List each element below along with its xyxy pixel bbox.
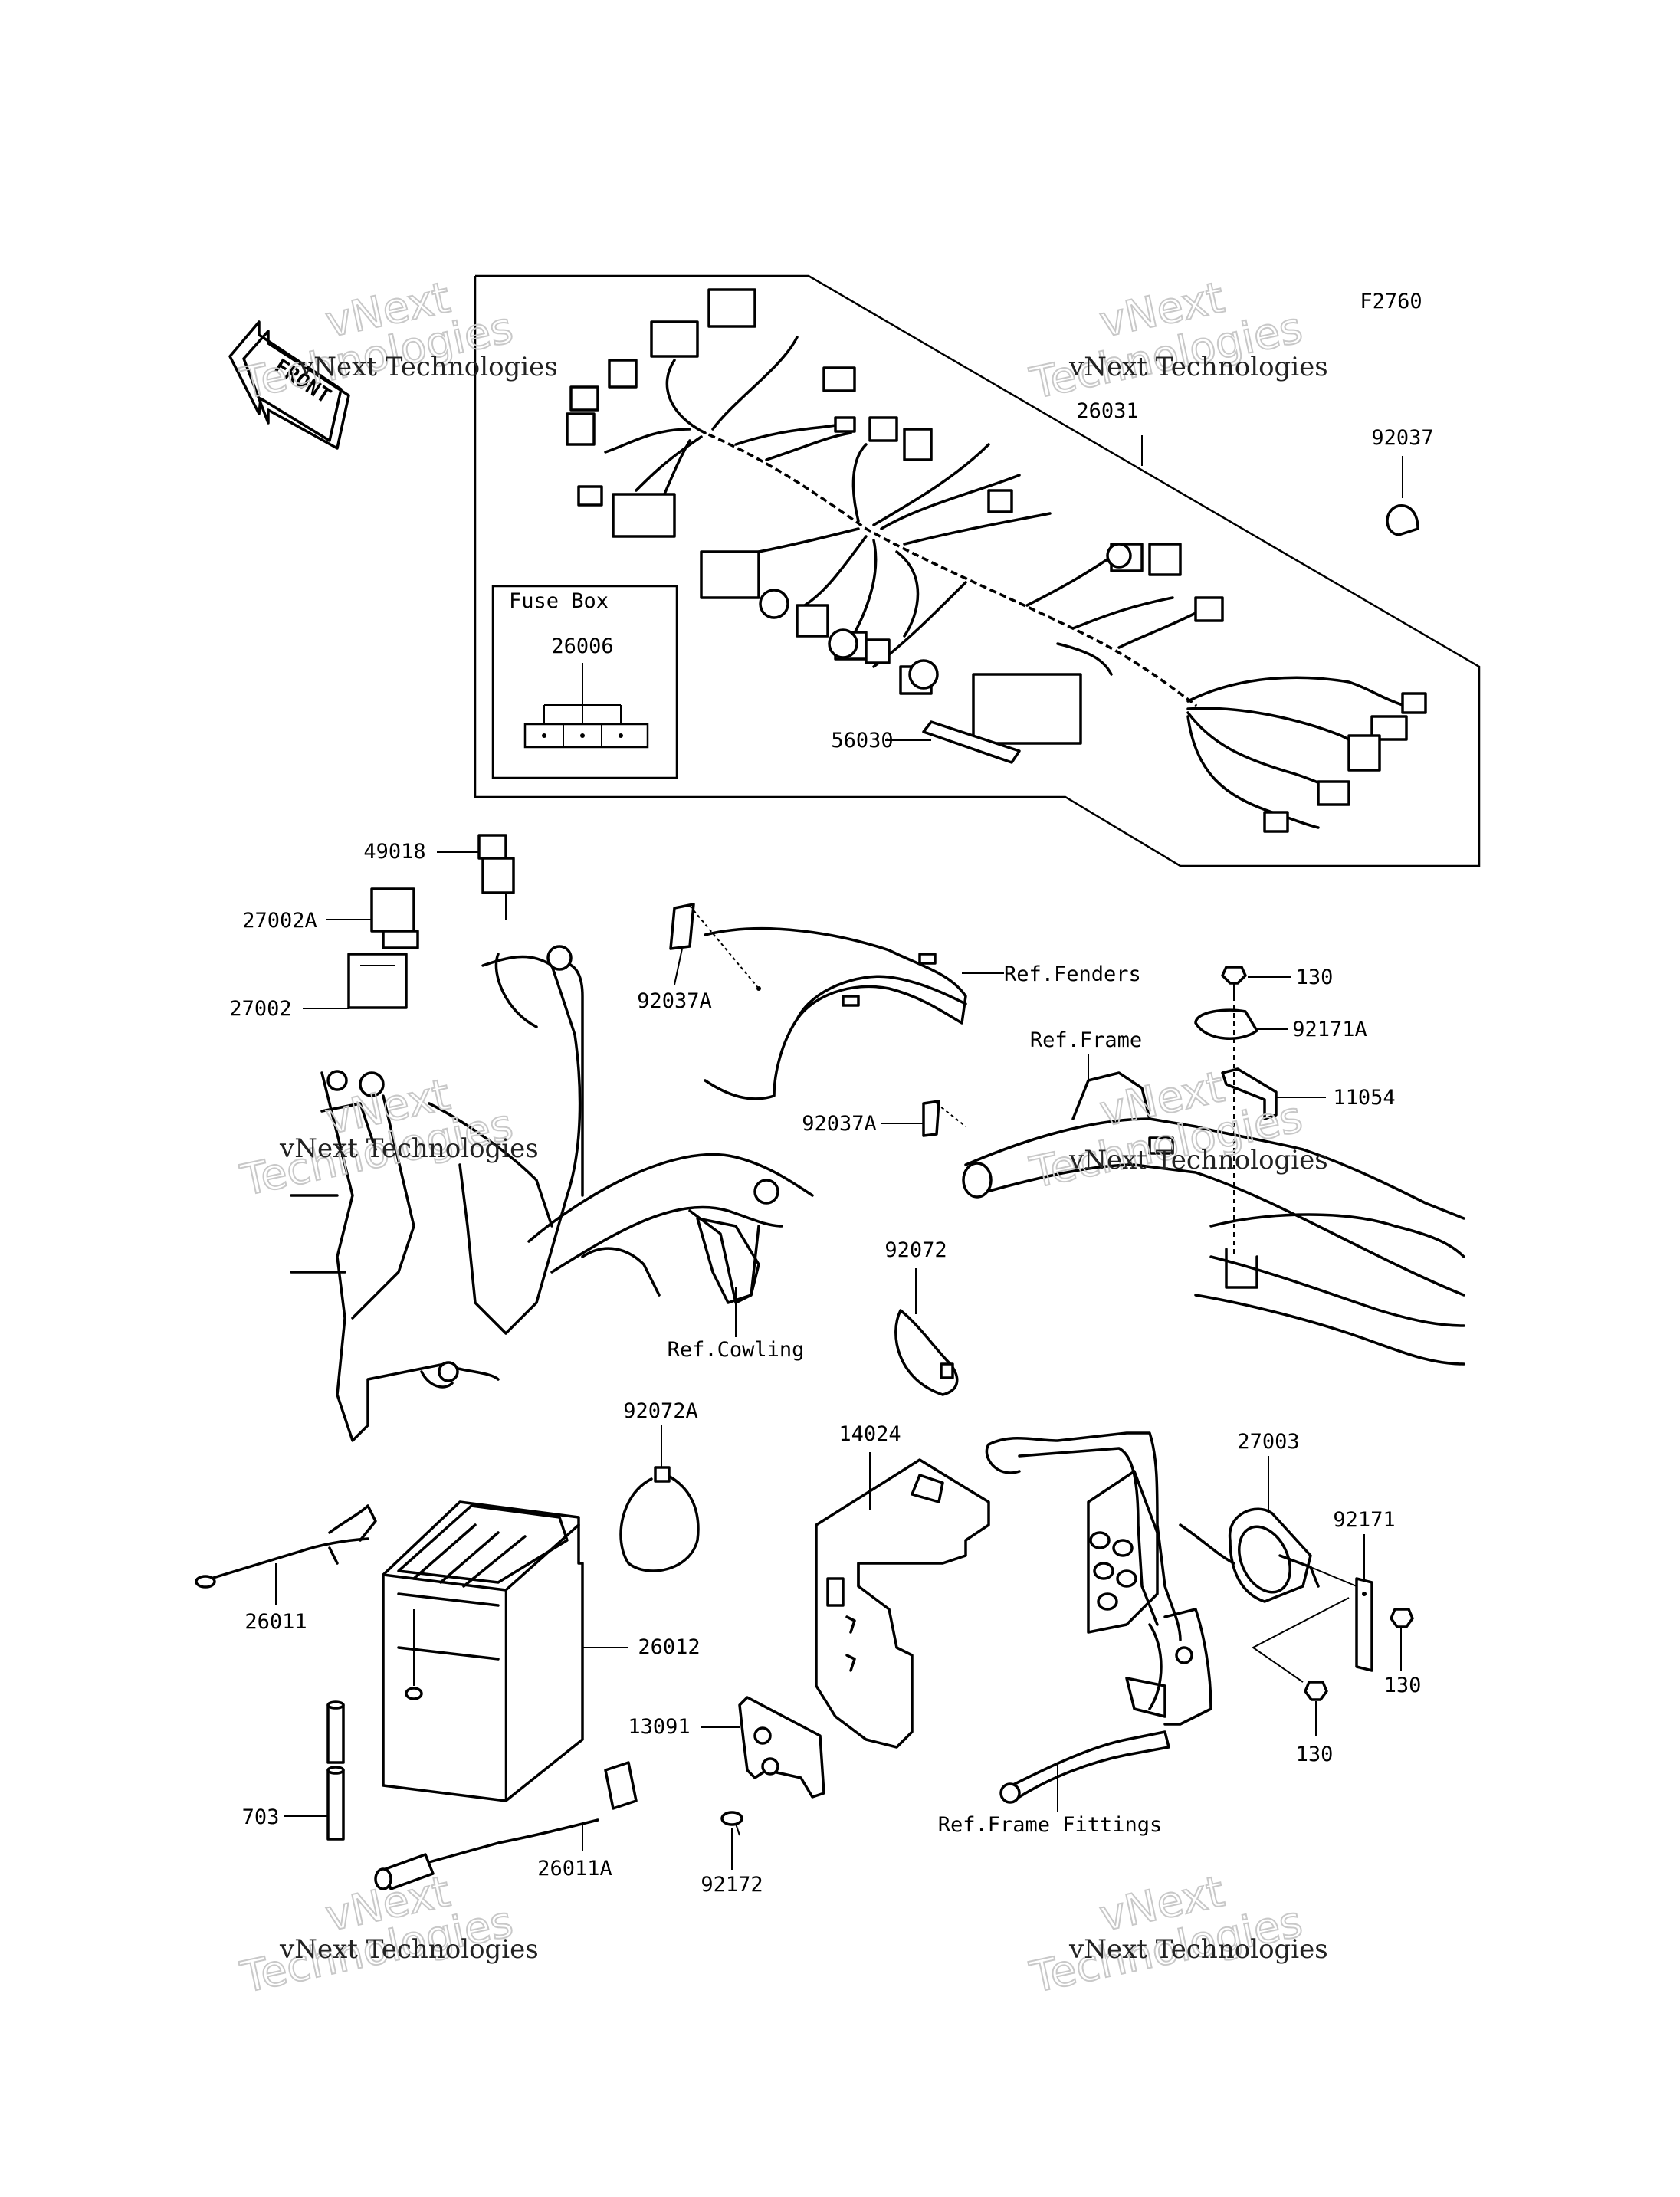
strap-92072A (619, 1466, 700, 1572)
relay-27002 (347, 953, 408, 1009)
cable-26011A (374, 1761, 638, 1890)
svg-text:vNext Technologies: vNext Technologies (1068, 1145, 1328, 1176)
frame-ref-shape (962, 1071, 1465, 1366)
ref-frame-fittings: Ref.Frame Fittings (938, 1813, 1163, 1837)
frame-fittings-ref-shape (985, 1431, 1212, 1804)
svg-text:vNext Technologies: vNext Technologies (279, 1133, 539, 1164)
clip-92037A-lower (922, 1100, 940, 1137)
part-11054: 11054 (1333, 1086, 1395, 1110)
svg-text:vNext Technologies: vNext Technologies (279, 1934, 539, 1965)
part-130-right: 130 (1384, 1674, 1422, 1697)
part-92072: 92072 (884, 1238, 947, 1262)
bolt-130-upper (1221, 966, 1247, 996)
part-13091: 13091 (628, 1715, 690, 1739)
ref-frame: Ref.Frame (1030, 1028, 1142, 1052)
bolt-130-lower (1252, 1597, 1350, 1701)
fuse-box: Fuse Box 26006 (491, 585, 678, 779)
part-26031: 26031 (1076, 399, 1138, 423)
horn-27003 (1179, 1507, 1320, 1603)
part-92037: 92037 (1371, 426, 1433, 450)
clip-92037 (1386, 504, 1419, 536)
part-27002: 27002 (229, 997, 291, 1021)
bolt-130-right (1390, 1608, 1414, 1628)
cable-26011 (195, 1504, 377, 1589)
fuse-box-title: Fuse Box (509, 589, 609, 613)
fenders-ref-shape (704, 926, 967, 1100)
diagram-code: F2760 (1360, 290, 1422, 313)
svg-text:vNext Technologies: vNext Technologies (298, 352, 558, 382)
part-26006: 26006 (551, 635, 613, 658)
part-130-upper: 130 (1296, 966, 1334, 989)
part-92171A: 92171A (1292, 1018, 1367, 1041)
part-92037A-upper: 92037A (637, 989, 712, 1013)
part-92072A: 92072A (623, 1399, 698, 1423)
part-27002A: 27002A (242, 909, 317, 933)
tie-56030 (922, 720, 1021, 764)
clamp-92171A (1194, 1008, 1258, 1040)
part-92037A-lower: 92037A (802, 1112, 877, 1136)
part-92172: 92172 (701, 1873, 763, 1897)
tube-703 (326, 1700, 345, 1841)
watermark-top-left: vNext Technologies vNext Technologies (235, 272, 558, 410)
bracket-14024 (815, 1458, 990, 1749)
part-27003: 27003 (1237, 1430, 1299, 1454)
clip-92037A-upper (669, 903, 695, 950)
harness-box (474, 274, 1481, 867)
svg-text:vNext Technologies: vNext Technologies (1068, 352, 1328, 382)
part-49018: 49018 (363, 840, 425, 864)
cowling-ref-shape (696, 1217, 760, 1304)
part-26012: 26012 (638, 1635, 700, 1659)
relay-49018 (477, 834, 515, 920)
ref-cowling: Ref.Cowling (668, 1338, 805, 1362)
strap-92072 (894, 1309, 959, 1396)
svg-text:vNext Technologies: vNext Technologies (1068, 1934, 1328, 1965)
part-92171: 92171 (1333, 1508, 1395, 1532)
part-703: 703 (242, 1805, 280, 1829)
frame-bracket (290, 945, 814, 1442)
watermark-bottom-right: vNext Technologies vNext Technologies (1025, 1866, 1328, 2004)
screw-92172 (720, 1811, 743, 1836)
battery-26012 (382, 1500, 584, 1802)
wiring-harness (566, 288, 1427, 833)
watermark-mid-left: vNext Technologies vNext Technologies (235, 1069, 539, 1207)
watermark-bottom-left: vNext Technologies vNext Technologies (235, 1866, 539, 2004)
part-14024: 14024 (838, 1422, 901, 1446)
bracket-92171 (1310, 1566, 1373, 1672)
relay-27002A (370, 887, 419, 949)
part-26011A: 26011A (537, 1857, 612, 1881)
ref-fenders: Ref.Fenders (1004, 962, 1141, 986)
part-130-lower: 130 (1296, 1743, 1334, 1766)
watermark-mid-right: vNext Technologies vNext Technologies (1025, 1061, 1328, 1199)
holder-13091 (738, 1696, 825, 1799)
part-26011: 26011 (244, 1610, 307, 1634)
part-56030: 56030 (831, 729, 893, 753)
watermark-top-right: vNext Technologies vNext Technologies (1025, 272, 1328, 410)
bracket-11054 (1221, 1067, 1278, 1120)
